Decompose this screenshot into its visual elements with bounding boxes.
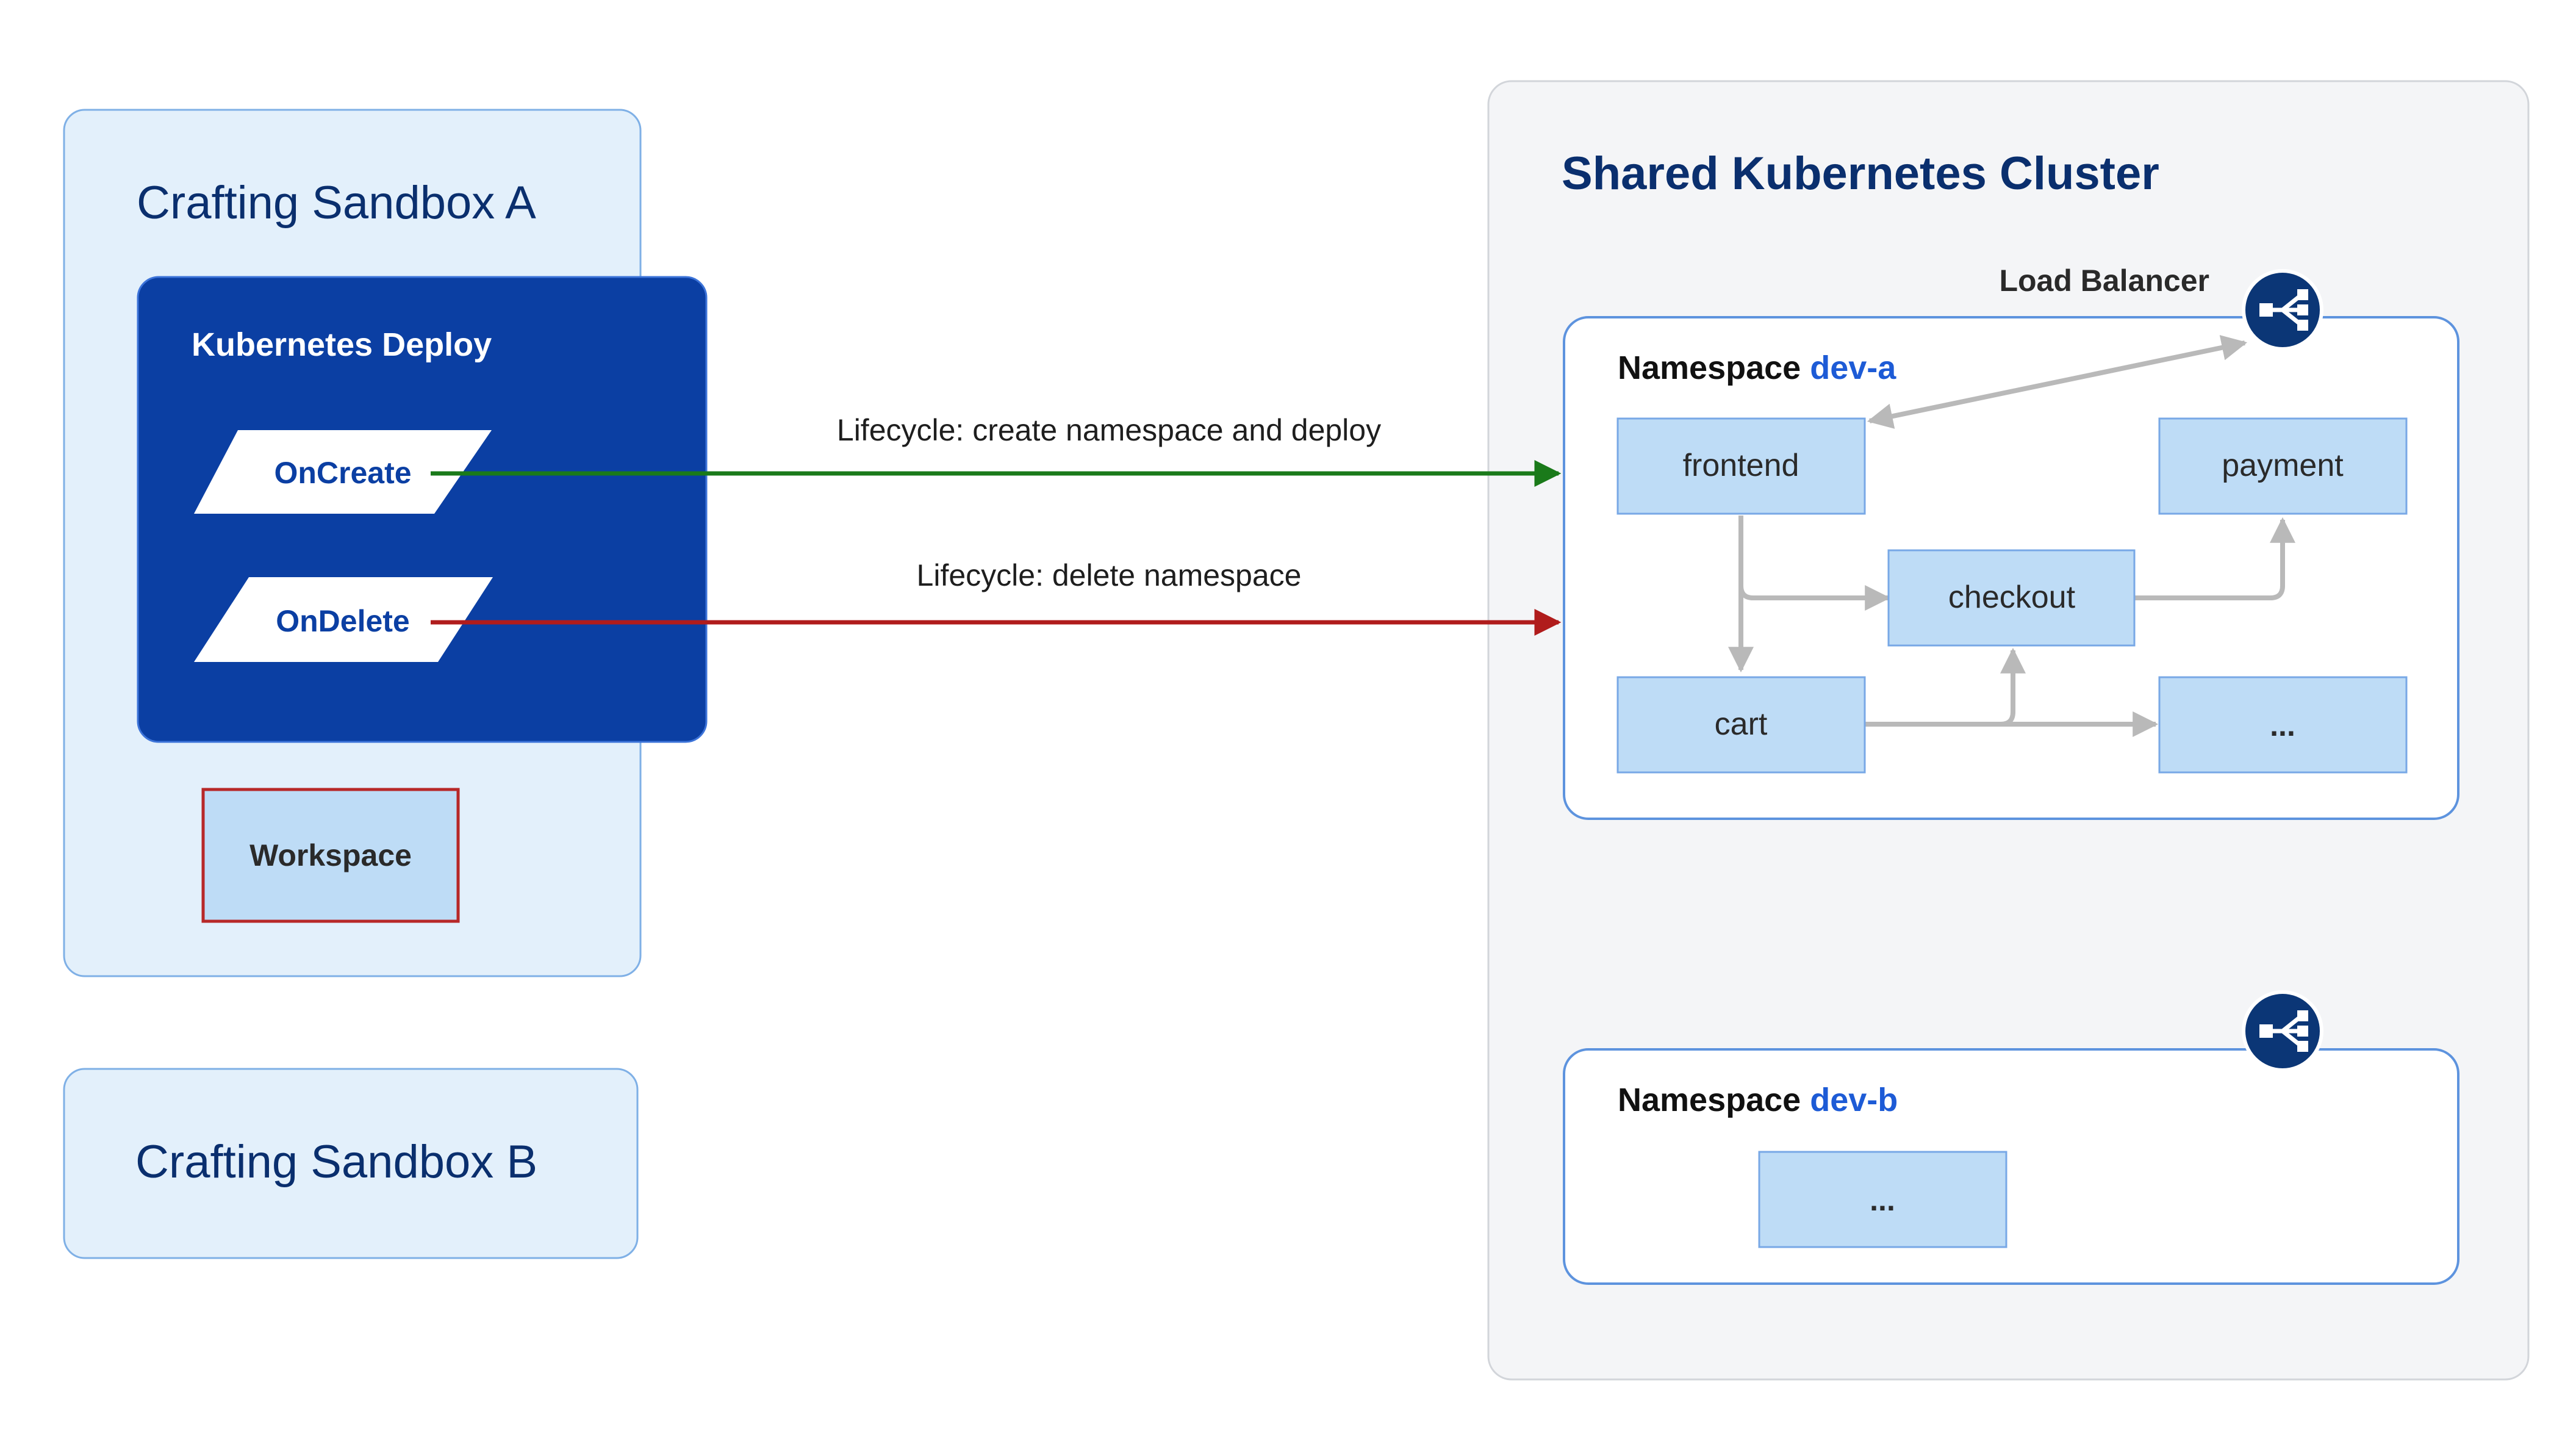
sandbox-a: Crafting Sandbox A Kubernetes Deploy OnC… <box>63 109 708 977</box>
sandbox-b-title: Crafting Sandbox B <box>135 1136 537 1188</box>
service-cart[interactable]: cart <box>1616 676 1866 774</box>
load-balancer-icon <box>2242 990 2323 1072</box>
lifecycle-create-label: Lifecycle: create namespace and deploy <box>837 413 1381 447</box>
ondelete-shape <box>194 577 493 662</box>
sandbox-a-title: Crafting Sandbox A <box>137 177 536 229</box>
kubernetes-deploy-title: Kubernetes Deploy <box>192 326 492 363</box>
service-frontend-box <box>1616 417 1866 515</box>
kubernetes-deploy: Kubernetes Deploy OnCreate OnDelete <box>137 276 708 743</box>
service-more-b-box <box>1758 1151 2007 1248</box>
namespace-dev-a-prefix: Namespace <box>1618 350 1801 386</box>
oncreate-hook[interactable]: OnCreate <box>194 430 492 514</box>
lifecycle-delete: Lifecycle: delete namespace <box>431 558 1562 636</box>
namespace-dev-a-name: dev-a <box>1810 350 1896 386</box>
service-frontend-label: frontend <box>1683 448 1799 483</box>
namespace-dev-a: Namespace dev-a frontend payment <box>1563 316 2459 820</box>
sandbox-b: Crafting Sandbox B <box>63 1068 639 1259</box>
ondelete-label: OnDelete <box>276 604 410 638</box>
service-more-b[interactable]: ... <box>1758 1151 2007 1248</box>
workspace[interactable]: Workspace <box>201 788 460 923</box>
service-payment[interactable]: payment <box>2158 417 2408 515</box>
service-more-a-label: ... <box>2270 708 2295 742</box>
arrow-frontend-to-load-balancer <box>1867 335 2248 429</box>
service-checkout[interactable]: checkout <box>1887 549 2136 647</box>
namespace-dev-b-name: dev-b <box>1810 1082 1898 1118</box>
service-checkout-box <box>1887 549 2136 647</box>
service-more-a-box <box>2158 676 2408 774</box>
workspace-label: Workspace <box>249 838 412 872</box>
service-flow-arrows <box>1728 335 2295 737</box>
namespace-dev-b: Namespace dev-b ... <box>1563 1048 2459 1285</box>
service-cart-label: cart <box>1715 707 1768 742</box>
service-frontend[interactable]: frontend <box>1616 417 1866 515</box>
ondelete-hook[interactable]: OnDelete <box>194 577 493 662</box>
service-payment-label: payment <box>2222 448 2344 483</box>
service-checkout-label: checkout <box>1948 580 2076 615</box>
lifecycle-create: Lifecycle: create namespace and deploy <box>431 413 1562 487</box>
service-payment-box <box>2158 417 2408 515</box>
workspace-box <box>201 788 460 923</box>
shared-cluster: Shared Kubernetes Cluster Load Balancer … <box>1487 80 2530 1381</box>
namespace-dev-a-heading: Namespace dev-a <box>1618 350 1896 386</box>
oncreate-label: OnCreate <box>274 456 411 490</box>
service-more-b-label: ... <box>1870 1183 1895 1217</box>
service-cart-box <box>1616 676 1866 774</box>
load-balancer-icon <box>2242 269 2323 351</box>
lifecycle-delete-label: Lifecycle: delete namespace <box>917 558 1302 592</box>
service-more-a[interactable]: ... <box>2158 676 2408 774</box>
oncreate-shape <box>194 430 492 514</box>
cluster-title: Shared Kubernetes Cluster <box>1562 148 2159 200</box>
namespace-dev-b-prefix: Namespace <box>1618 1082 1801 1118</box>
arrow-checkout-to-payment <box>2133 517 2295 600</box>
sandbox-b-box <box>63 1068 639 1259</box>
namespace-dev-b-heading: Namespace dev-b <box>1618 1082 1898 1118</box>
load-balancer-label: Load Balancer <box>1999 264 2209 298</box>
